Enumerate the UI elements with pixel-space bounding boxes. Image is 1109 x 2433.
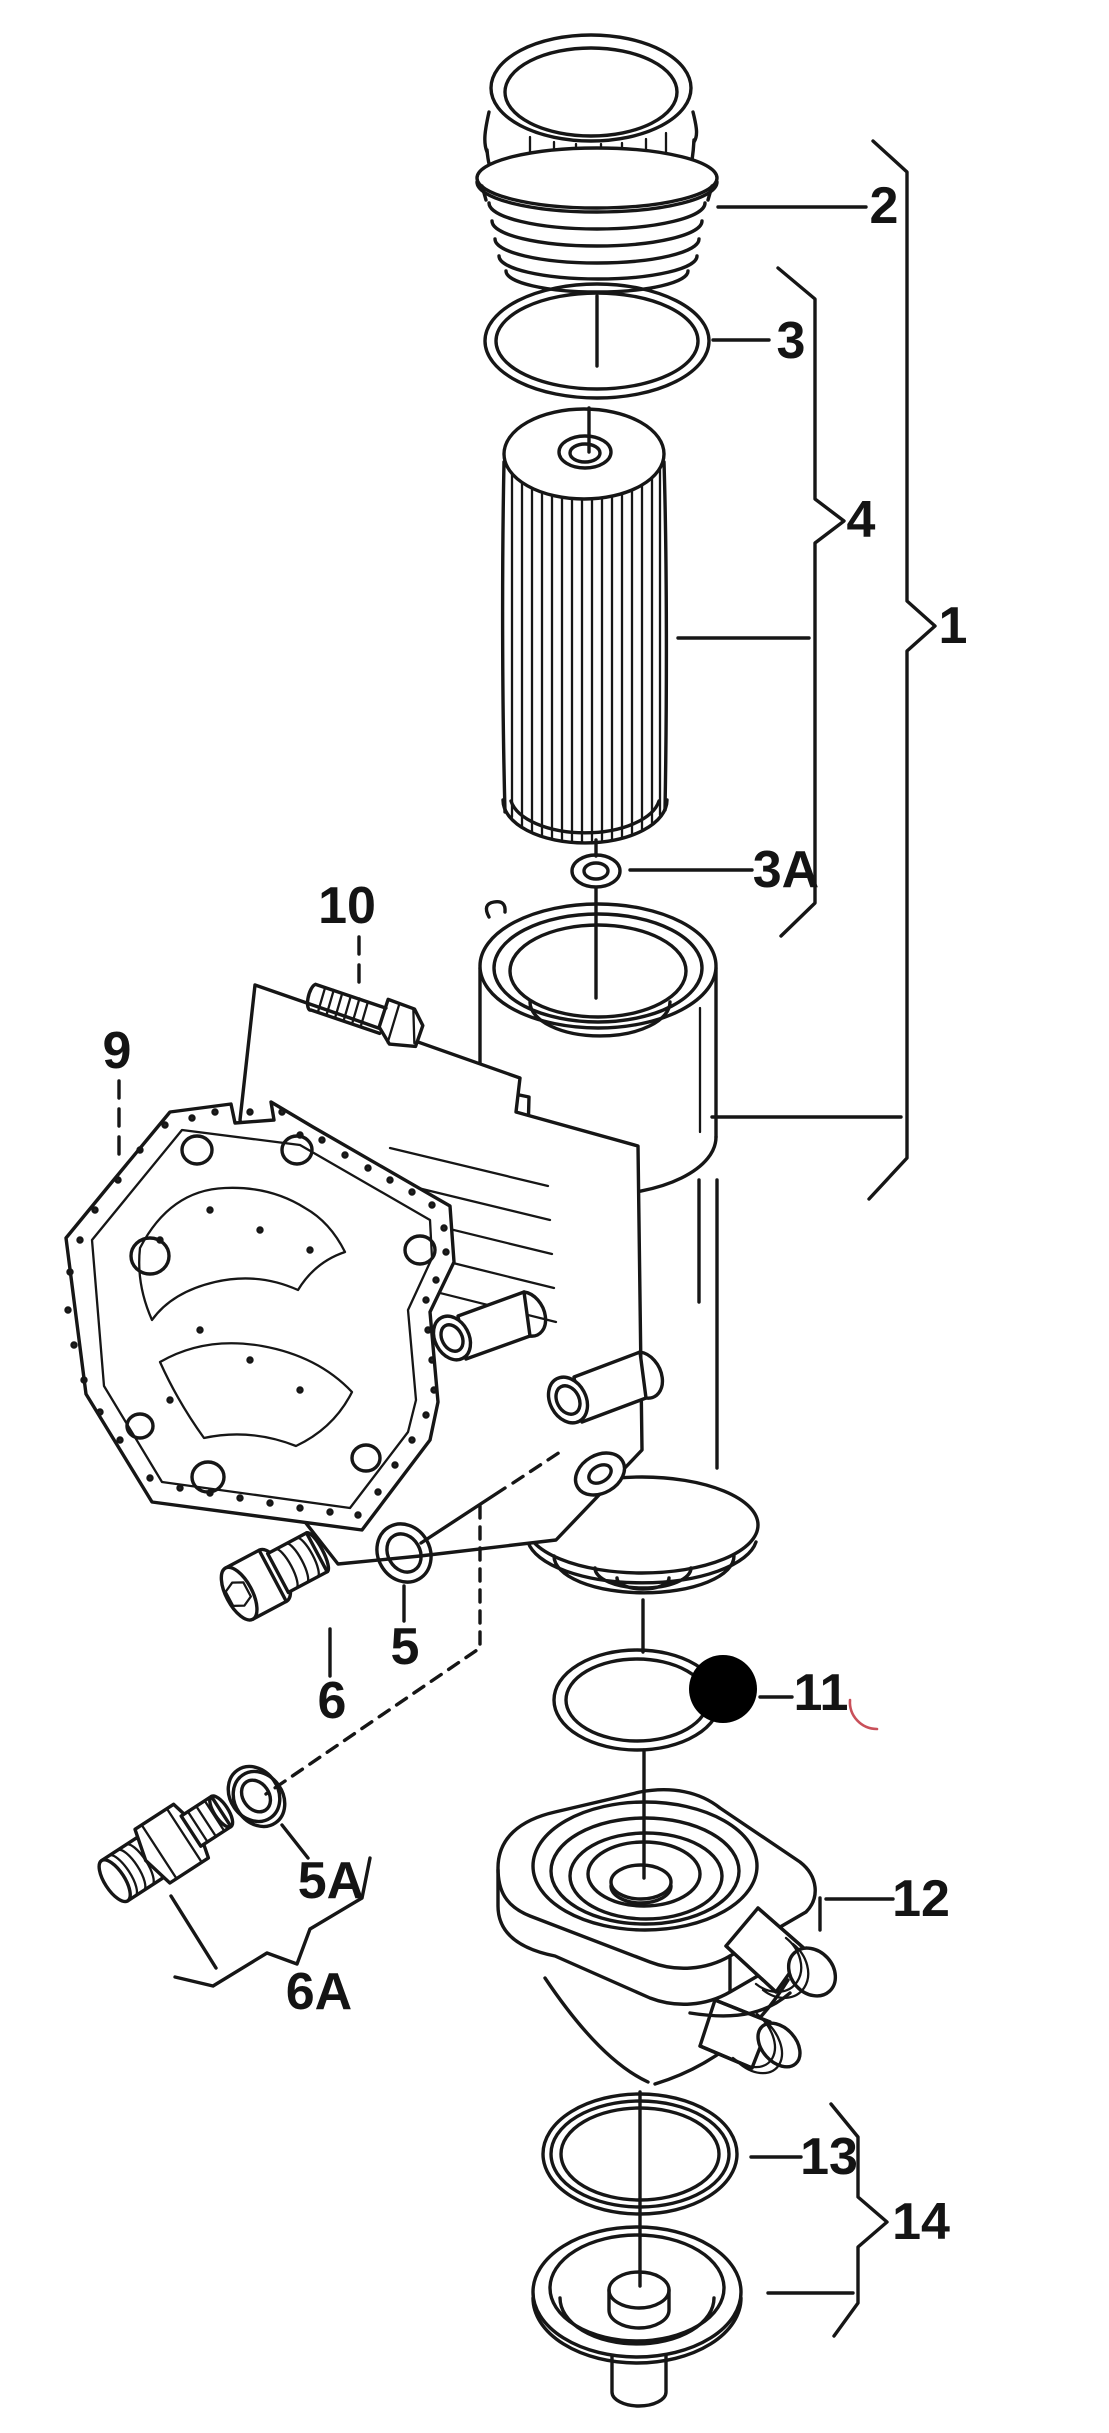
- part-screw-plug: [219, 1531, 331, 1622]
- callout-13: 13: [800, 2128, 858, 2186]
- callout-6: 6: [317, 1672, 347, 1730]
- callout-10: 10: [318, 877, 376, 935]
- callout-4: 4: [846, 491, 876, 549]
- part-11-highlight-dot: [689, 1655, 757, 1723]
- callout-3: 3: [776, 312, 806, 370]
- callout-6A: 6A: [285, 1963, 353, 2021]
- part-cap-o-ring: [483, 282, 711, 400]
- callout-11: 11: [793, 1664, 849, 1722]
- part-oil-cooler: [496, 1788, 838, 2086]
- red-accent-mark: [848, 1698, 879, 1731]
- callout-2: 2: [869, 177, 899, 235]
- part-small-o-ring: [570, 853, 622, 889]
- part-gasket: [64, 1100, 456, 1532]
- part-filter-cap: [475, 33, 719, 294]
- installation-dash-lines: [264, 1450, 562, 1796]
- callout-leader-lines: [117, 205, 903, 2295]
- callout-9: 9: [102, 1022, 132, 1080]
- callout-brackets: [173, 139, 937, 2338]
- part-cover-plate: [531, 2225, 743, 2408]
- callout-1: 1: [938, 597, 968, 655]
- gasket-stipple-texture: [64, 1108, 450, 1519]
- part-threaded-union: [97, 1794, 235, 1904]
- callout-5A: 5A: [297, 1852, 365, 1910]
- assembly-axis-lines: [587, 294, 646, 2288]
- callout-12: 12: [892, 1870, 950, 1928]
- part-filter-element: [500, 407, 669, 845]
- callout-14: 14: [892, 2193, 950, 2251]
- callout-3A: 3A: [752, 841, 820, 899]
- callout-5: 5: [390, 1618, 420, 1676]
- part-bolt: [305, 982, 425, 1049]
